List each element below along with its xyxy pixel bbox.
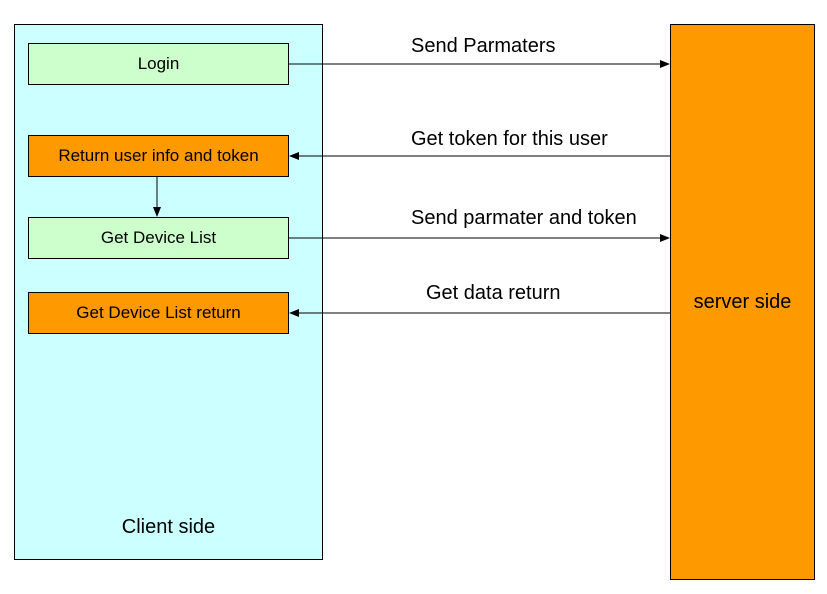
get-device-list-box: Get Device List xyxy=(28,217,289,259)
message-send-parmater-token: Send parmater and token xyxy=(411,207,637,229)
server-side-label: server side xyxy=(693,291,792,313)
get-device-list-label: Get Device List xyxy=(100,228,217,247)
message-get-data-return: Get data return xyxy=(426,282,561,304)
client-side-label: Client side xyxy=(121,516,216,538)
login-box-label: Login xyxy=(137,54,180,73)
return-user-info-token-label: Return user info and token xyxy=(58,146,259,165)
get-device-list-return-label: Get Device List return xyxy=(76,303,241,322)
message-get-token: Get token for this user xyxy=(411,128,608,150)
login-box: Login xyxy=(28,43,289,85)
message-send-parmaters: Send Parmaters xyxy=(411,35,556,57)
return-user-info-token-box: Return user info and token xyxy=(28,135,289,177)
get-device-list-return-box: Get Device List return xyxy=(28,292,289,334)
server-side-panel: server side xyxy=(670,24,815,580)
